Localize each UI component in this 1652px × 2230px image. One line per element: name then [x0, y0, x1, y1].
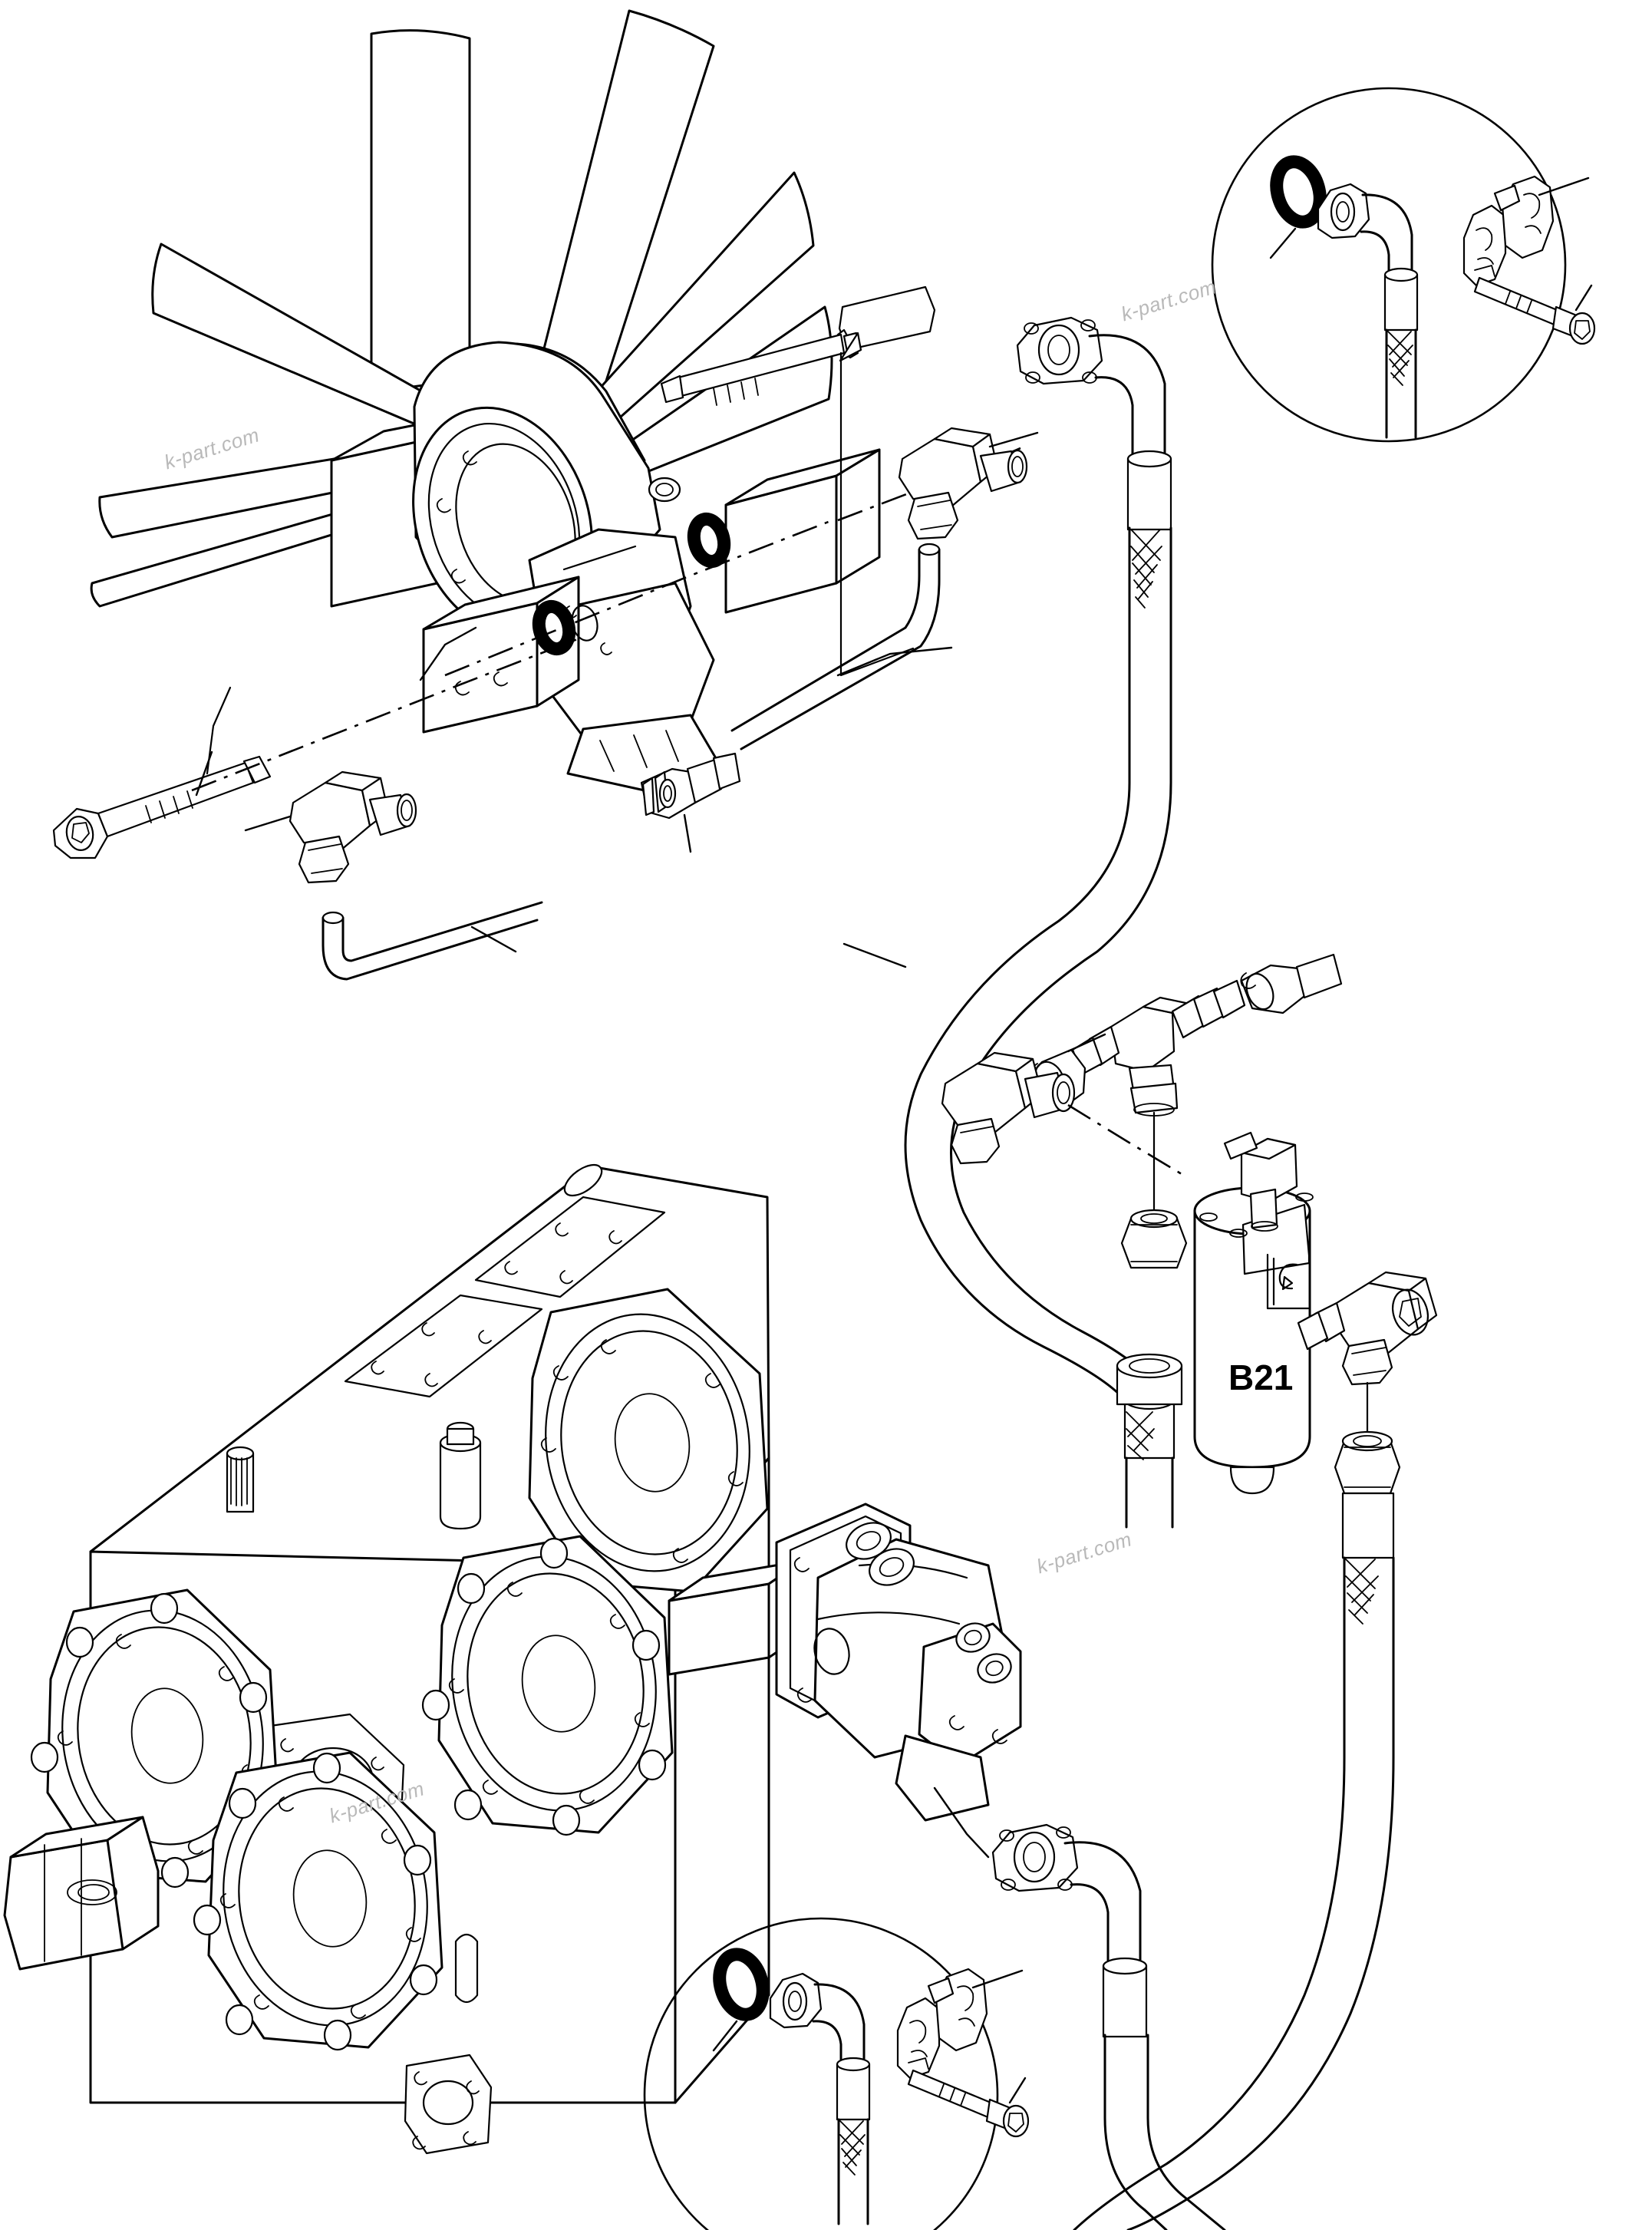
o-ring-seal	[532, 599, 576, 656]
detail-circle-upper-right	[1211, 87, 1596, 443]
elbow-fitting-mid-left	[289, 770, 417, 884]
steel-tube-bent-left	[321, 901, 543, 981]
o-ring-seal	[713, 1948, 770, 2021]
cap-screw-detail	[907, 2069, 1030, 2138]
split-flange-clamp-half	[896, 1968, 988, 2080]
hose-elbow-detail	[1317, 183, 1419, 439]
hex-head-bolt-upper	[660, 285, 936, 406]
elbow-fitting-filter-outlet	[1297, 1271, 1438, 1386]
union-nut	[1120, 1209, 1188, 1269]
assembly-axis	[1067, 1103, 1182, 1176]
elbow-fitting-upper-left	[898, 427, 1028, 540]
leader-line	[206, 686, 232, 775]
gearbox-flange-cover-lower-left	[193, 1751, 444, 2051]
o-ring-seal	[687, 512, 731, 569]
detail-circle-lower-left	[643, 1917, 1030, 2230]
assembly-axis	[839, 351, 915, 677]
gearbox-mounting-foot-left	[3, 1816, 160, 1971]
main-hose-upper	[904, 316, 1183, 1529]
straight-union-connector	[640, 752, 741, 820]
hydraulic-pump	[775, 1503, 1022, 1822]
gearbox-lower-port	[404, 2054, 493, 2155]
elbow-fitting-tee-left	[941, 1051, 1076, 1165]
filter-label: B21	[1228, 1357, 1293, 1397]
fan-drive-motor	[330, 341, 723, 792]
port-flange-plate-lower	[422, 576, 580, 734]
flange-bolt-marks	[565, 605, 612, 655]
split-flange-clamp-half	[1462, 175, 1555, 287]
gearbox-flange-cover-center	[421, 1535, 674, 1836]
hose-lower-pump	[991, 1823, 1226, 2230]
assembly-axis	[191, 635, 584, 792]
oil-filter: B21	[1193, 1131, 1314, 1495]
tee-fitting	[1027, 953, 1343, 1117]
cap-screw-detail	[1473, 276, 1596, 345]
o-ring-seal	[1270, 155, 1327, 229]
hose-elbow-detail	[769, 1972, 871, 2225]
steel-tube-bent-mid	[730, 543, 941, 750]
transmission-gearbox	[3, 1163, 804, 2155]
